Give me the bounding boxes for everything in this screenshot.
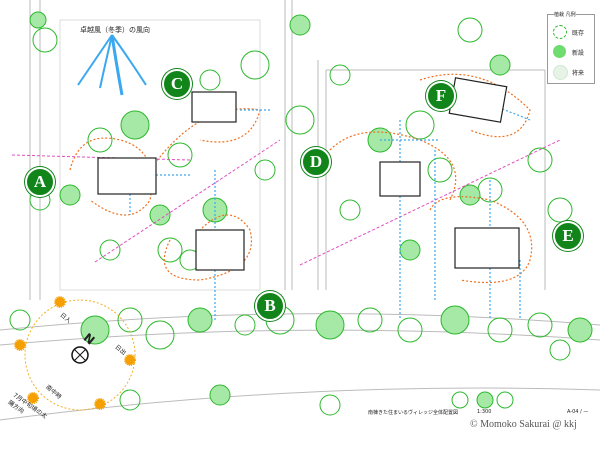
sun-icon (27, 392, 39, 404)
unit-f-label: F (426, 81, 456, 111)
view-lines (120, 99, 531, 320)
tree (99, 239, 121, 261)
tree (496, 391, 514, 409)
tree (567, 317, 593, 343)
tree (87, 127, 113, 153)
legend-existing: 既存 (572, 30, 585, 37)
tree (32, 27, 58, 53)
legend-future: 将来 (572, 70, 585, 77)
tree (489, 54, 511, 76)
sheet-number: A-04 / — (567, 409, 589, 415)
unit-c-label: C (162, 69, 192, 99)
tree (397, 317, 423, 343)
new-tree-icon (553, 45, 566, 58)
legend-new: 新設 (572, 50, 585, 57)
sun-icon (54, 296, 66, 308)
tree (167, 142, 193, 168)
unit-d-label: D (301, 147, 331, 177)
tree (547, 197, 573, 223)
tree (59, 184, 81, 206)
wind-title: 卓越風（冬季）の風向 (80, 26, 150, 34)
sun-icon (124, 354, 136, 366)
tree (240, 50, 270, 80)
tree (405, 110, 435, 140)
tree (209, 384, 231, 406)
flow-lines (11, 139, 561, 266)
tree (329, 64, 351, 86)
tree (399, 239, 421, 261)
tree (487, 317, 513, 343)
unit-a-label: A (25, 167, 55, 197)
sun-icon (14, 339, 26, 351)
tree (549, 339, 571, 361)
tree (289, 14, 311, 36)
tree (119, 389, 141, 411)
legend-title: 植栽 凡例 (554, 11, 576, 18)
tree (234, 314, 256, 336)
buildings (97, 77, 520, 271)
tree (9, 309, 31, 331)
unit-b-label: B (255, 291, 285, 321)
tree (315, 310, 345, 340)
roads (0, 0, 600, 421)
tree (157, 237, 183, 263)
tree (527, 147, 553, 173)
wind-arrows (77, 34, 147, 96)
tree (149, 204, 171, 226)
tree (120, 110, 150, 140)
tree (80, 315, 110, 345)
tree (457, 17, 483, 43)
tree (285, 105, 315, 135)
tree (527, 312, 553, 338)
tree (339, 199, 361, 221)
tree (199, 69, 221, 91)
tree (459, 184, 481, 206)
unit-e-label: E (553, 221, 583, 251)
tree (145, 320, 175, 350)
tree (29, 11, 47, 29)
future-tree-icon (553, 65, 568, 80)
planting-legend: 植栽 凡例 既存 新設 将来 (547, 11, 595, 84)
tree (476, 391, 494, 409)
tree (451, 391, 469, 409)
drawing-scale: 1:300 (477, 409, 492, 415)
sun-icon (94, 398, 106, 410)
sun-diagram (14, 296, 136, 411)
tree (319, 394, 341, 416)
tree (357, 307, 383, 333)
tree (187, 307, 213, 333)
tree (254, 159, 276, 181)
tree (427, 157, 453, 183)
existing-tree-icon (553, 25, 567, 39)
trees (9, 11, 593, 416)
drawing-title: 南棟きた住まいるヴィレッジ全体配置図 (368, 410, 459, 416)
copyright: © Momoko Sakurai @ kkj (470, 419, 577, 430)
tree (440, 305, 470, 335)
